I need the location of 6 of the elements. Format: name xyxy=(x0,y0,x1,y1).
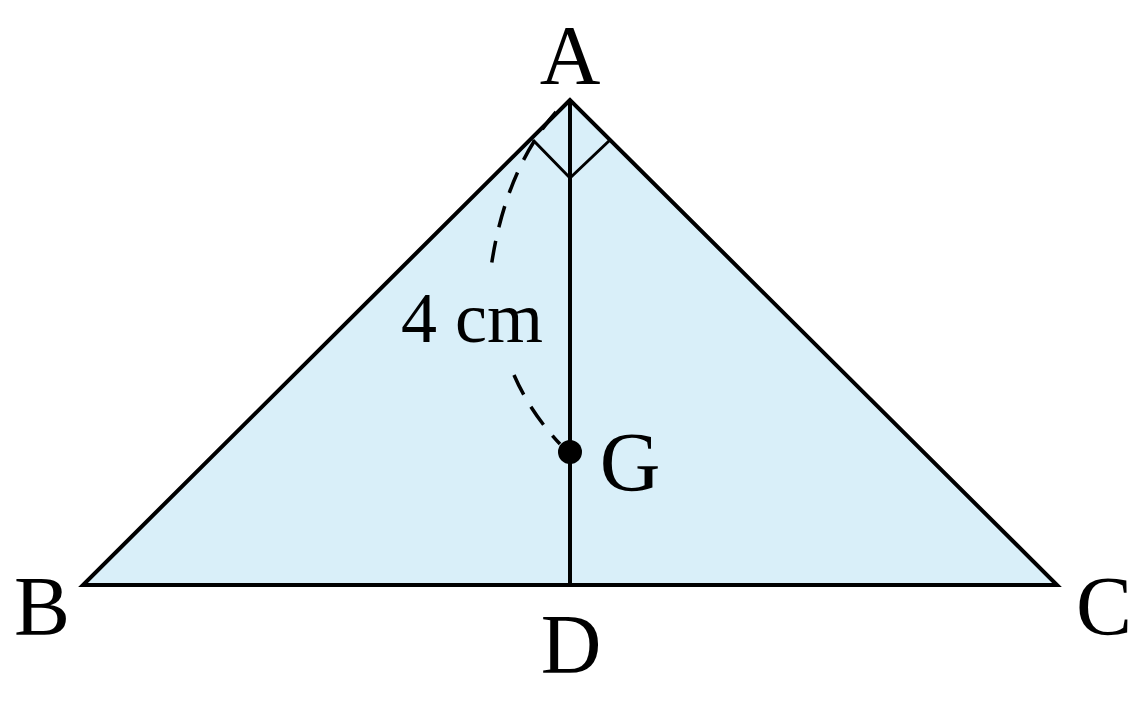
vertex-label: C xyxy=(1076,565,1132,649)
vertex-label: A xyxy=(539,14,601,98)
length-label: 4 cm xyxy=(401,282,543,354)
point-label: D xyxy=(540,603,602,687)
vertex-label: B xyxy=(14,565,70,649)
point-label: G xyxy=(599,421,661,505)
